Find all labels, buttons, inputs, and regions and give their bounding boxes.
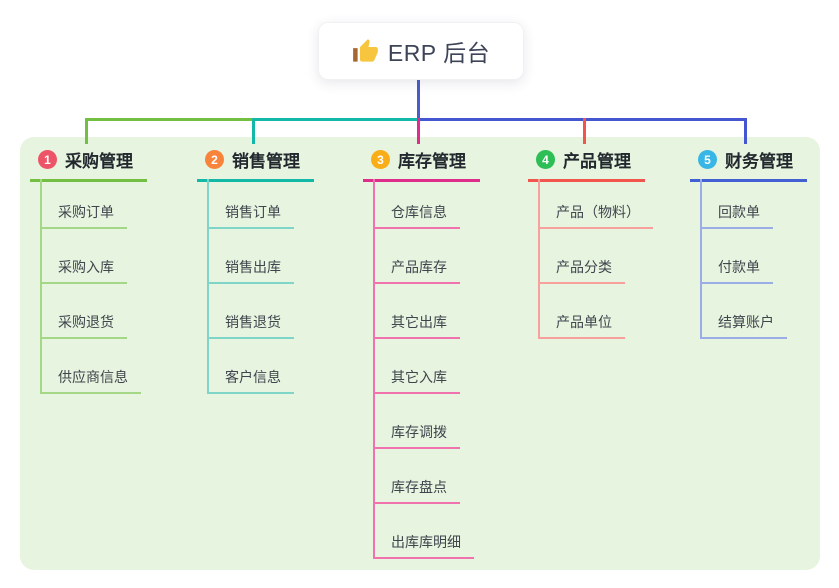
child-row: 其它入库 — [373, 339, 474, 394]
child-row: 库存盘点 — [373, 449, 474, 504]
child-item[interactable]: 销售出库 — [207, 258, 294, 284]
child-item[interactable]: 结算账户 — [700, 313, 787, 339]
thumbs-up-icon — [352, 38, 378, 62]
child-row: 销售出库 — [207, 229, 294, 284]
branch-topic-4[interactable]: 4 产品管理 — [528, 147, 645, 182]
child-item[interactable]: 客户信息 — [207, 368, 294, 394]
branch-label: 采购管理 — [65, 152, 133, 171]
branch-label: 财务管理 — [725, 152, 793, 171]
branch-trunk — [207, 179, 209, 394]
child-row: 付款单 — [700, 229, 787, 284]
child-row: 采购退货 — [40, 284, 141, 339]
branch-number-badge: 3 — [371, 150, 390, 169]
connector-drop — [417, 118, 420, 144]
connector-drop — [583, 118, 586, 144]
branch-number-badge: 5 — [698, 150, 717, 169]
connector-root-stem — [417, 78, 420, 121]
branch-topic-1[interactable]: 1 采购管理 — [30, 147, 147, 182]
child-row: 采购订单 — [40, 174, 141, 229]
child-row: 供应商信息 — [40, 339, 141, 394]
connector-drop — [252, 118, 255, 144]
child-item[interactable]: 采购订单 — [40, 203, 127, 229]
child-row: 销售订单 — [207, 174, 294, 229]
connector-drop — [85, 118, 88, 144]
branch-label: 产品管理 — [563, 152, 631, 171]
child-item[interactable]: 回款单 — [700, 203, 773, 229]
child-item[interactable]: 其它出库 — [373, 313, 460, 339]
branch-children: 仓库信息产品库存其它出库其它入库库存调拨库存盘点出库库明细 — [373, 174, 474, 559]
child-item[interactable]: 销售订单 — [207, 203, 294, 229]
child-row: 采购入库 — [40, 229, 141, 284]
child-row: 出库库明细 — [373, 504, 474, 559]
branch-trunk — [40, 179, 42, 394]
branch-number-badge: 4 — [536, 150, 555, 169]
connector-bus-segment — [252, 118, 417, 121]
branch-children: 产品（物料） 产品分类产品单位 — [538, 174, 653, 339]
connector-bus-segment — [85, 118, 252, 121]
branch-topic-3[interactable]: 3 库存管理 — [363, 147, 480, 182]
child-item[interactable]: 采购入库 — [40, 258, 127, 284]
branch-topic-2[interactable]: 2 销售管理 — [197, 147, 314, 182]
child-item[interactable]: 采购退货 — [40, 313, 127, 339]
child-item[interactable]: 库存调拨 — [373, 423, 460, 449]
child-item[interactable]: 库存盘点 — [373, 478, 460, 504]
child-item[interactable]: 供应商信息 — [40, 368, 141, 394]
root-title: ERP 后台 — [387, 40, 491, 66]
branch-label: 销售管理 — [232, 152, 300, 171]
connector-drop — [744, 118, 747, 144]
branch-number-badge: 1 — [38, 150, 57, 169]
branches-panel — [20, 137, 820, 570]
child-row: 回款单 — [700, 174, 787, 229]
child-item[interactable]: 仓库信息 — [373, 203, 460, 229]
child-row: 产品库存 — [373, 229, 474, 284]
branch-number-badge: 2 — [205, 150, 224, 169]
branch-label: 库存管理 — [398, 152, 466, 171]
child-item[interactable]: 出库库明细 — [373, 533, 474, 559]
branch-children: 回款单付款单结算账户 — [700, 174, 787, 339]
child-item[interactable]: 产品分类 — [538, 258, 625, 284]
connector-bus-segment — [417, 118, 747, 121]
child-row: 销售退货 — [207, 284, 294, 339]
child-row: 客户信息 — [207, 339, 294, 394]
child-row: 结算账户 — [700, 284, 787, 339]
branch-trunk — [373, 179, 375, 559]
branch-trunk — [700, 179, 702, 339]
child-row: 产品单位 — [538, 284, 653, 339]
child-item[interactable]: 产品库存 — [373, 258, 460, 284]
child-item[interactable]: 产品单位 — [538, 313, 625, 339]
branch-trunk — [538, 179, 540, 339]
child-item[interactable]: 产品（物料） — [538, 203, 653, 229]
child-item[interactable]: 销售退货 — [207, 313, 294, 339]
child-row: 库存调拨 — [373, 394, 474, 449]
child-row: 产品分类 — [538, 229, 653, 284]
branch-children: 销售订单销售出库销售退货客户信息 — [207, 174, 294, 394]
child-row: 仓库信息 — [373, 174, 474, 229]
child-item[interactable]: 其它入库 — [373, 368, 460, 394]
child-item[interactable]: 付款单 — [700, 258, 773, 284]
branch-children: 采购订单采购入库采购退货供应商信息 — [40, 174, 141, 394]
child-row: 其它出库 — [373, 284, 474, 339]
root-node[interactable]: ERP 后台 — [318, 22, 524, 80]
child-row: 产品（物料） — [538, 174, 653, 229]
branch-topic-5[interactable]: 5 财务管理 — [690, 147, 807, 182]
